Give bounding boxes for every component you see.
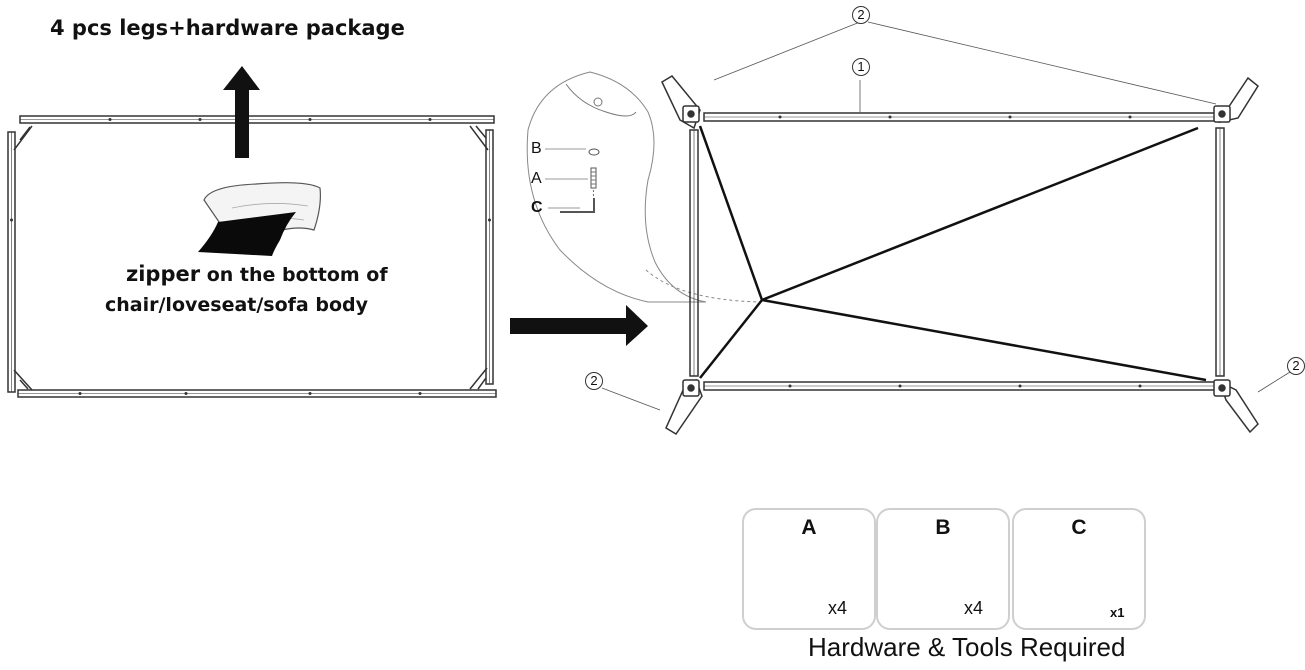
callout-leg-top: 2: [852, 6, 870, 24]
callout-frame: 1: [852, 58, 870, 76]
detail-callout-bubble: [526, 71, 761, 303]
hardware-caption: Hardware & Tools Required: [808, 632, 1126, 662]
package-note: 4 pcs legs+hardware package: [50, 16, 405, 40]
right-arrow-icon: [510, 305, 648, 346]
hardware-qty-a: x4: [828, 598, 848, 618]
hardware-letter-a: A: [801, 516, 817, 539]
up-arrow-icon: [223, 66, 260, 158]
leg-bottom-right: [1213, 379, 1259, 434]
zipper-note-line2: chair/loveseat/sofa body: [105, 294, 369, 316]
detail-label-a: A: [531, 170, 542, 187]
callout-leg-bottom-left: 2: [585, 372, 603, 390]
detail-label-b: B: [531, 140, 542, 157]
leg-top-left: [661, 75, 701, 130]
hardware-box-a: A x4: [742, 508, 876, 630]
hardware-box-b: B x4: [876, 508, 1010, 630]
hardware-qty-c: x1: [1110, 605, 1125, 620]
hardware-box-c: C x1: [1012, 508, 1146, 630]
detail-label-c: C: [531, 199, 543, 216]
hardware-letter-c: C: [1071, 516, 1087, 539]
hardware-qty-b: x4: [964, 598, 984, 618]
zipper-rest: on the bottom of: [206, 264, 388, 286]
zipper-word: zipper: [126, 262, 201, 286]
leg-top-right: [1213, 76, 1259, 124]
sofa-bottom-frame: [7, 115, 497, 398]
assembly-frame: [689, 112, 1225, 391]
callout-leaders: [601, 21, 1291, 411]
callout-leg-right: 2: [1287, 357, 1305, 375]
zipper-cushion-icon: [198, 182, 321, 256]
zipper-note-line1: zipper on the bottom of: [126, 262, 388, 286]
hardware-letter-b: B: [935, 516, 951, 539]
leg-bottom-left: [665, 378, 703, 436]
